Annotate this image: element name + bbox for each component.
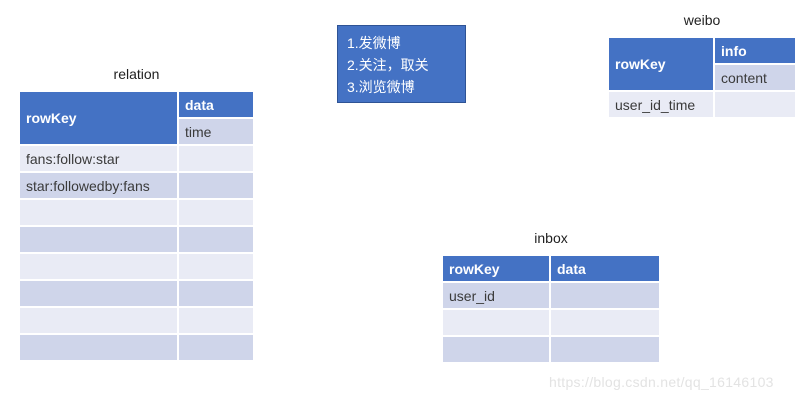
table-cell <box>177 252 255 281</box>
table-cell <box>549 335 661 364</box>
rowkey-cell <box>18 225 179 254</box>
table-cell <box>177 198 255 227</box>
rowkey-cell: fans:follow:star <box>18 144 179 173</box>
note-line: 2.关注，取关 <box>347 57 429 73</box>
table-cell <box>549 308 661 337</box>
rowkey-cell <box>441 335 551 364</box>
table-cell <box>177 225 255 254</box>
rowkey-header-cell: rowKey <box>441 254 551 283</box>
table-row <box>18 252 255 281</box>
relation-table-title: relation <box>113 66 160 82</box>
table-subheader-row: content <box>608 63 797 92</box>
table-row <box>18 198 255 227</box>
table-cell <box>177 279 255 308</box>
table-row: fans:follow:star <box>18 144 255 173</box>
note-line: 1.发微博 <box>347 35 401 51</box>
rowkey-cell <box>18 198 179 227</box>
table-header-row: rowKey data <box>18 90 255 146</box>
table-cell <box>177 171 255 200</box>
steps-note-box: 1.发微博 2.关注，取关 3.浏览微博 <box>337 25 466 103</box>
table-cell <box>177 333 255 362</box>
table-row <box>441 335 661 364</box>
table-subheader-row: time <box>19 117 255 146</box>
rowkey-cell <box>18 279 179 308</box>
weibo-table: rowKey info content user_id_time <box>607 36 797 119</box>
table-row <box>18 225 255 254</box>
rowkey-cell <box>18 252 179 281</box>
note-line: 3.浏览微博 <box>347 79 415 95</box>
watermark-text: https://blog.csdn.net/qq_16146103 <box>549 374 774 390</box>
data-header-cell: data <box>177 90 255 119</box>
rowkey-cell: user_id <box>441 281 551 310</box>
table-cell <box>177 306 255 335</box>
table-cell <box>177 144 255 173</box>
relation-table-section: relation rowKey data time fans:follow:st… <box>18 64 255 362</box>
weibo-table-section: weibo rowKey info content user_id_time <box>607 10 797 119</box>
table-row <box>441 308 661 337</box>
table-row <box>18 333 255 362</box>
content-subheader-cell: content <box>713 63 797 92</box>
table-row: user_id <box>441 281 661 310</box>
table-header-row: rowKey data <box>441 254 661 283</box>
table-row: user_id_time <box>607 90 797 119</box>
time-subheader-cell: time <box>177 117 255 146</box>
rowkey-cell: star:followedby:fans <box>18 171 179 200</box>
table-row <box>18 306 255 335</box>
table-row <box>18 279 255 308</box>
relation-table: rowKey data time fans:follow:star star:f… <box>18 90 255 362</box>
table-cell <box>549 281 661 310</box>
info-header-cell: info <box>713 36 797 65</box>
inbox-table: rowKey data user_id <box>441 254 661 364</box>
rowkey-cell <box>441 308 551 337</box>
rowkey-cell <box>18 333 179 362</box>
inbox-table-section: inbox rowKey data user_id <box>441 228 661 364</box>
rowkey-header-cell: rowKey <box>18 90 179 146</box>
rowkey-cell: user_id_time <box>607 90 715 119</box>
table-header-row: rowKey info <box>607 36 797 92</box>
rowkey-cell <box>18 306 179 335</box>
rowkey-header-cell: rowKey <box>607 36 715 92</box>
inbox-table-title: inbox <box>534 230 568 246</box>
weibo-table-title: weibo <box>683 12 721 28</box>
table-row: star:followedby:fans <box>18 171 255 200</box>
table-cell <box>713 90 797 119</box>
data-header-cell: data <box>549 254 661 283</box>
